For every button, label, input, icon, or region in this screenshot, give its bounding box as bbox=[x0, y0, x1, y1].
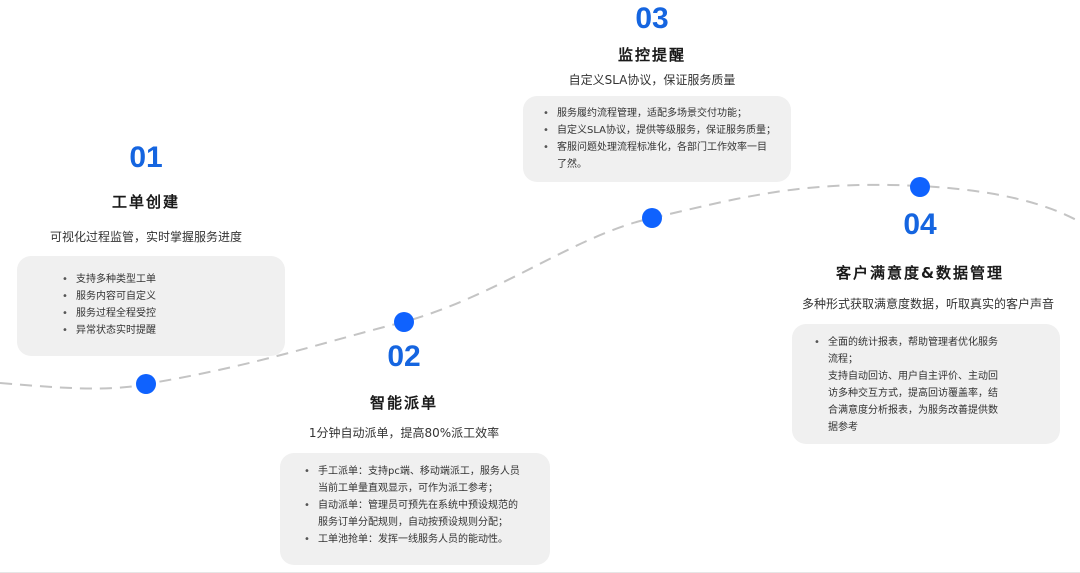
list-item-continued: 流程； bbox=[828, 354, 858, 365]
step-card-01: 支持多种类型工单 服务内容可自定义 服务过程全程受控 异常状态实时提醒 bbox=[17, 256, 285, 356]
list-item: 客服问题处理流程标准化，各部门工作效率一目 bbox=[543, 139, 791, 156]
timeline-dot-03 bbox=[642, 208, 662, 228]
timeline-dot-04 bbox=[910, 177, 930, 197]
step-subtitle-03: 自定义SLA协议，保证服务质量 bbox=[568, 73, 736, 87]
step-subtitle-01: 可视化过程监管，实时掌握服务进度 bbox=[49, 230, 243, 244]
list-item-continued: 据参考 bbox=[828, 422, 858, 433]
list-item: 手工派单：支持pc端、移动端派工，服务人员 bbox=[304, 463, 550, 480]
step-card-04: 全面的统计报表，帮助管理者优化服务 流程； 支持自动回访、用户自主评价、主动回 … bbox=[792, 324, 1060, 444]
step-subtitle-02: 1分钟自动派单，提高80%派工效率 bbox=[308, 426, 500, 440]
step-subtitle-04: 多种形式获取满意度数据，听取真实的客户声音 bbox=[801, 297, 1055, 311]
step-number-04: 04 bbox=[903, 208, 937, 241]
list-item: 异常状态实时提醒 bbox=[62, 322, 285, 339]
list-item: 自动派单：管理员可预先在系统中预设规范的 bbox=[304, 497, 550, 514]
step-title-04: 客户满意度&数据管理 bbox=[835, 264, 1005, 282]
step-title-02: 智能派单 bbox=[369, 394, 439, 412]
step-number-02: 02 bbox=[387, 340, 421, 373]
step-number-01: 01 bbox=[129, 141, 163, 174]
step-title-03: 监控提醒 bbox=[617, 46, 687, 64]
list-item-continued: 合满意度分析报表，为服务改善提供数 bbox=[828, 405, 998, 416]
step-card-02: 手工派单：支持pc端、移动端派工，服务人员 当前工单量直观显示，可作为派工参考；… bbox=[280, 453, 550, 565]
step-number-03: 03 bbox=[635, 2, 669, 35]
list-item-continued: 访多种交互方式，提高回访覆盖率，结 bbox=[828, 388, 998, 399]
list-item-continued: 当前工单量直观显示，可作为派工参考； bbox=[318, 483, 498, 494]
list-item: 自定义SLA协议，提供等级服务，保证服务质量； bbox=[543, 122, 791, 139]
step-card-03: 服务履约流程管理，适配多场景交付功能； 自定义SLA协议，提供等级服务，保证服务… bbox=[523, 96, 791, 182]
list-item: 支持多种类型工单 bbox=[62, 271, 285, 288]
list-item: 全面的统计报表，帮助管理者优化服务 bbox=[814, 334, 1060, 351]
list-item: 服务过程全程受控 bbox=[62, 305, 285, 322]
list-item: 服务内容可自定义 bbox=[62, 288, 285, 305]
list-item-continued: 服务订单分配规则，自动按预设规则分配； bbox=[318, 517, 508, 528]
list-item: 服务履约流程管理，适配多场景交付功能； bbox=[543, 105, 791, 122]
timeline-dot-02 bbox=[394, 312, 414, 332]
list-item-continued: 了然。 bbox=[557, 159, 587, 170]
timeline-dot-01 bbox=[136, 374, 156, 394]
list-item: 工单池抢单：发挥一线服务人员的能动性。 bbox=[304, 531, 550, 548]
list-item-continued: 支持自动回访、用户自主评价、主动回 bbox=[828, 371, 998, 382]
step-title-01: 工单创建 bbox=[111, 193, 181, 211]
